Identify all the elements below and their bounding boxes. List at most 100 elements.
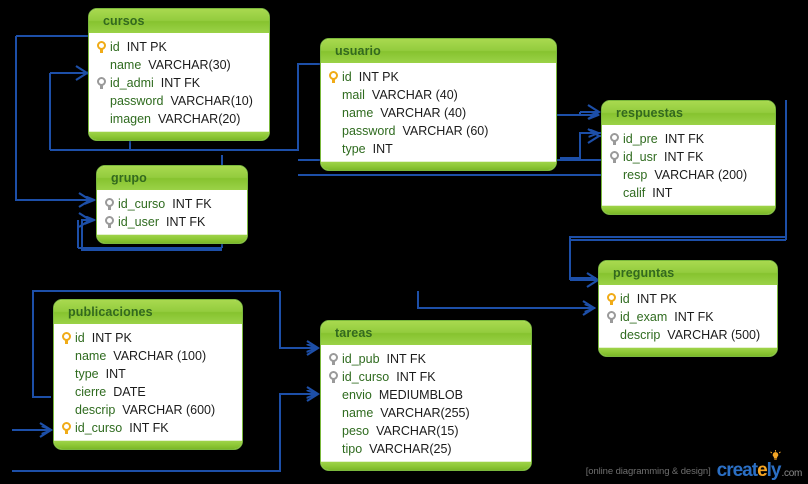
entity-title-respuestas: respuestas xyxy=(602,101,775,126)
attribute-type: INT FK xyxy=(172,197,212,211)
key-slot xyxy=(603,293,620,305)
attribute-type: INT xyxy=(652,186,673,200)
key-slot xyxy=(58,332,75,344)
logo-text-part1: creat xyxy=(716,460,758,481)
primary-key-icon xyxy=(329,71,338,83)
attribute-type: INT FK xyxy=(674,310,714,324)
key-slot xyxy=(325,353,342,365)
key-slot xyxy=(93,77,110,89)
attribute-name: id xyxy=(620,292,630,306)
attribute-row[interactable]: id_admi INT FK xyxy=(89,74,269,92)
attribute-name: name xyxy=(75,349,107,363)
attribute-row[interactable]: descrip VARCHAR (500) xyxy=(599,326,777,344)
entity-title-tareas: tareas xyxy=(321,321,531,346)
attribute-row[interactable]: id INT PK xyxy=(599,290,777,308)
attribute-name: id_admi xyxy=(110,76,154,90)
attribute-type: VARCHAR(255) xyxy=(380,406,470,420)
attribute-row[interactable]: id_curso INT FK xyxy=(97,195,247,213)
attribute-type: INT FK xyxy=(664,132,705,146)
attribute-row[interactable]: type INT xyxy=(321,140,556,158)
attribute-row[interactable]: tipo VARCHAR(25) xyxy=(321,440,531,458)
attribute-name: id_curso xyxy=(118,197,166,211)
attribute-type: INT xyxy=(372,142,393,156)
attribute-name: id_curso xyxy=(342,370,390,384)
attribute-row[interactable]: mail VARCHAR (40) xyxy=(321,86,556,104)
primary-key-icon xyxy=(607,293,616,305)
attribute-type: INT PK xyxy=(636,292,677,306)
attribute-name: tipo xyxy=(342,442,363,456)
foreign-key-icon xyxy=(97,77,106,89)
key-slot xyxy=(58,422,75,434)
creately-logo[interactable]: creat e ly .com xyxy=(716,450,802,481)
primary-key-icon xyxy=(62,422,71,434)
attribute-type: VARCHAR (500) xyxy=(667,328,761,342)
attribute-row[interactable]: name VARCHAR(30) xyxy=(89,56,269,74)
foreign-key-icon xyxy=(105,198,114,210)
attribute-name: id xyxy=(110,40,120,54)
attribute-name: name xyxy=(110,58,142,72)
attribute-type: INT xyxy=(105,367,126,381)
foreign-key-icon xyxy=(329,353,338,365)
logo-text-part3: ly xyxy=(766,460,782,481)
foreign-key-icon xyxy=(610,133,619,145)
lightbulb-icon xyxy=(770,450,781,460)
entity-footer-publicaciones xyxy=(54,440,242,449)
attribute-name: descrip xyxy=(75,403,116,417)
entity-footer-respuestas xyxy=(602,205,775,214)
attribute-type: VARCHAR (40) xyxy=(371,88,458,102)
key-slot xyxy=(606,133,623,145)
attribute-type: VARCHAR(25) xyxy=(369,442,452,456)
foreign-key-icon xyxy=(329,371,338,383)
attribute-name: mail xyxy=(342,88,365,102)
attribute-type: VARCHAR(30) xyxy=(148,58,231,72)
key-slot xyxy=(93,41,110,53)
attribute-type: INT FK xyxy=(160,76,201,90)
attribute-type: INT PK xyxy=(358,70,399,84)
attribute-type: INT FK xyxy=(129,421,169,435)
attribute-name: password xyxy=(110,94,164,108)
attribute-name: resp xyxy=(623,168,648,182)
foreign-key-icon xyxy=(105,216,114,228)
key-slot xyxy=(325,371,342,383)
attribute-type: VARCHAR(20) xyxy=(158,112,241,126)
attribute-name: descrip xyxy=(620,328,661,342)
entity-footer-cursos xyxy=(89,131,269,140)
attribute-name: peso xyxy=(342,424,370,438)
attribute-name: type xyxy=(342,142,366,156)
